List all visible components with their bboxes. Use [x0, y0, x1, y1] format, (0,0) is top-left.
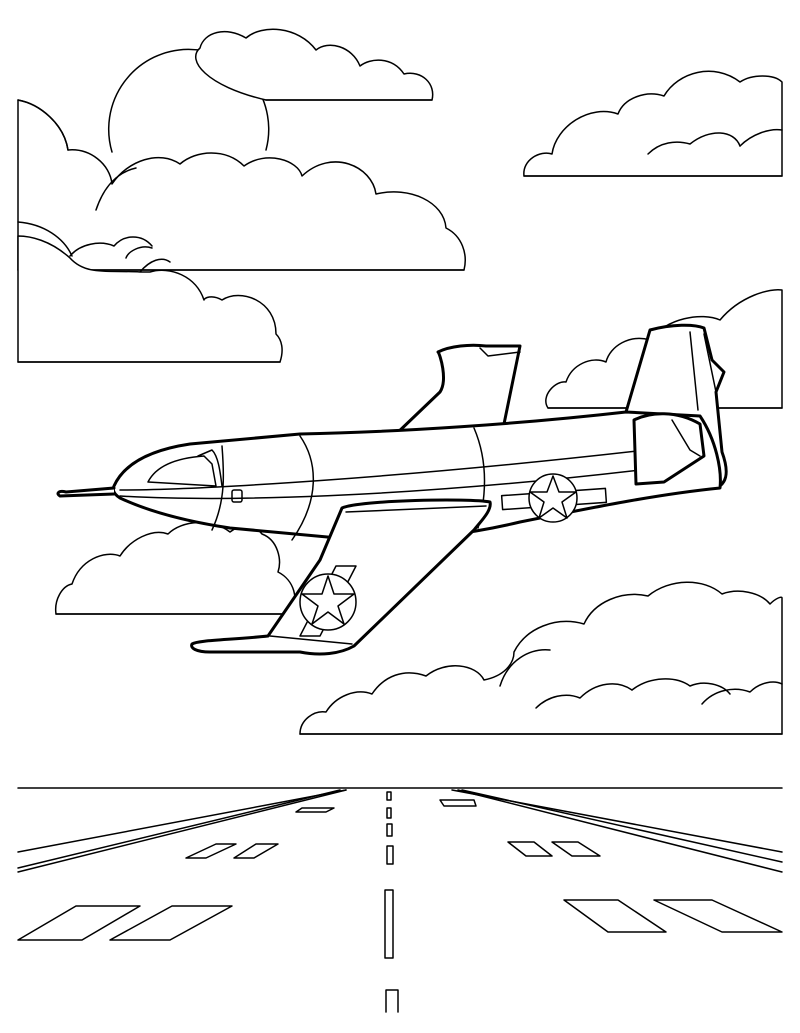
cloud-icon: [299, 581, 783, 735]
runway-threshold-marks-left: [17, 807, 335, 941]
runway-threshold-marks-right: [439, 799, 783, 933]
jet-plane-icon: [56, 323, 728, 656]
cloud-icon: [195, 28, 434, 101]
sun-icon: [107, 48, 270, 153]
cloud-icon: [17, 99, 466, 273]
cloud-icon: [17, 235, 283, 363]
plane-far-wing: [392, 343, 522, 438]
star-roundel-icon: [299, 565, 357, 637]
plane-cockpit: [147, 455, 217, 487]
cloud-icon: [523, 70, 783, 177]
runway-center-dashes: [384, 791, 399, 1013]
plane-stabilizer: [632, 412, 706, 486]
runway-icon: [17, 787, 783, 1013]
star-roundel-icon: [500, 473, 608, 523]
cloud-icon: [54, 521, 296, 615]
plane-nose-probe: [56, 486, 116, 498]
